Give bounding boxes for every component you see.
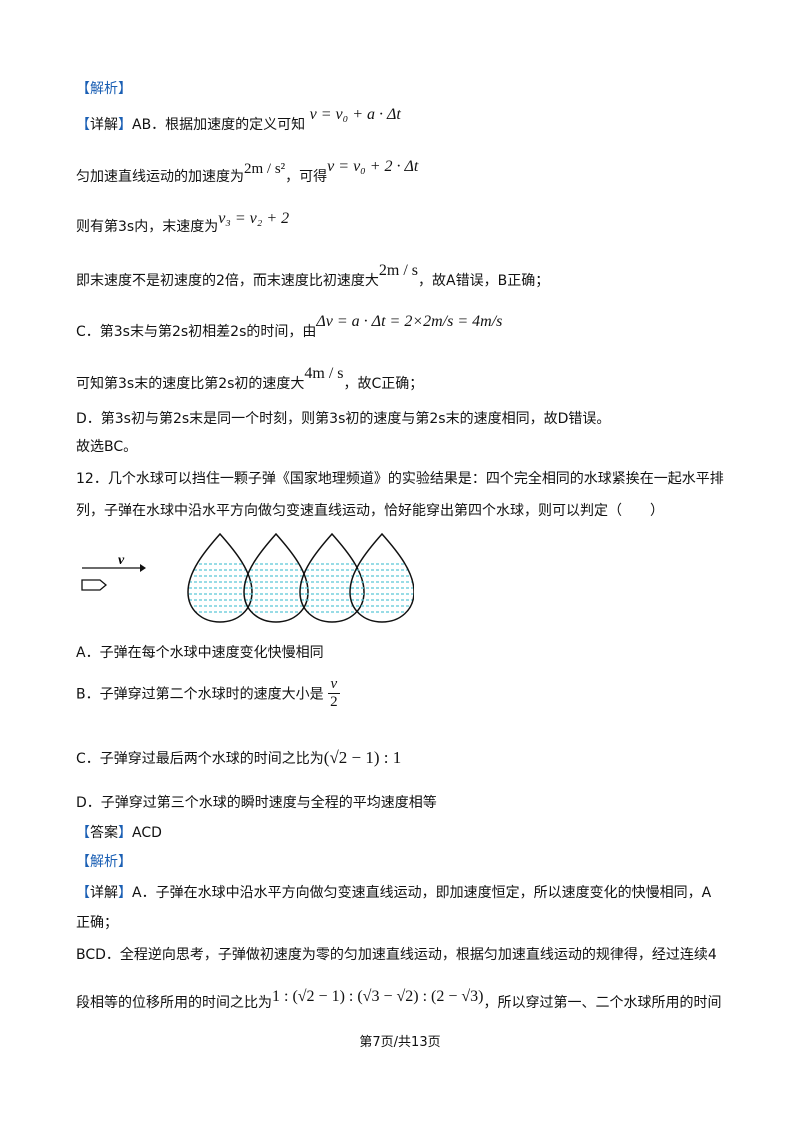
water-ball-4 — [346, 534, 414, 622]
velocity-diff-2: 4m / s — [304, 365, 344, 382]
option-b: B．子弹穿过第二个水球时的速度大小是 v 2 — [76, 676, 340, 711]
text: 则有第3s内，末速度为 — [76, 219, 219, 235]
text: C．子弹穿过最后两个水球的时间之比为 — [76, 751, 324, 767]
formula-delta-v: Δv = a · Δt = 2×2m/s = 4m/s — [316, 313, 503, 330]
detail2-line-3: BCD．全程逆向思考，子弹做初速度为零的匀加速直线运动，根据匀加速直线运动的规律… — [76, 947, 717, 963]
option-a: A．子弹在每个水球中速度变化快慢相同 — [76, 645, 324, 661]
detail-text: 【详解】AB．根据加速度的定义可知 — [76, 117, 306, 133]
water-ball-2 — [240, 534, 312, 622]
detail2-line-4: 段相等的位移所用的时间之比为1 : (√2 − 1) : (√3 − √2) :… — [76, 988, 722, 1012]
question-12-line-1: 12．几个水球可以挡住一颗子弹《国家地理频道》的实验结果是：四个完全相同的水球紧… — [76, 471, 724, 487]
detail-line-5: C．第3s末与第2s初相差2s的时间，由Δv = a · Δt = 2×2m/s… — [76, 313, 502, 341]
text: 可知第3s末的速度比第2s初的速度大 — [76, 376, 305, 392]
text: B．子弹穿过第二个水球时的速度大小是 — [76, 686, 324, 703]
bullet-icon — [81, 579, 108, 591]
detail-line-1: 【详解】AB．根据加速度的定义可知 v = v₀ + a · Δt — [76, 106, 401, 134]
text: ，故A错误，B正确； — [418, 273, 550, 289]
text: ，可得 — [285, 169, 328, 185]
jiexi-heading-2: 【解析】 — [76, 854, 132, 870]
detail-line-3: 则有第3s内，末速度为v₃ = v₂ + 2 — [76, 210, 289, 236]
detail-line-7: D．第3s初与第2s末是同一个时刻，则第3s初的速度与第2s末的速度相同，故D错… — [76, 411, 611, 427]
detail-line-8: 故选BC。 — [76, 439, 138, 455]
detail2-line-2: 正确； — [76, 915, 118, 931]
page-footer: 第7页/共13页 — [359, 1035, 441, 1050]
formula-accel-definition: v = v₀ + a · Δt — [309, 106, 401, 123]
velocity-diff: 2m / s — [378, 262, 419, 279]
water-ball-3 — [296, 534, 368, 622]
question-12-line-2: 列，子弹在水球中沿水平方向做匀变速直线运动，恰好能穿出第四个水球，则可以判定（ … — [76, 503, 664, 519]
option-c: C．子弹穿过最后两个水球的时间之比为(√2 − 1) : 1 — [76, 748, 401, 768]
time-ratio-sequence: 1 : (√2 − 1) : (√3 − √2) : (2 − √3) — [272, 988, 484, 1005]
fraction-denominator: 2 — [328, 693, 340, 710]
text: 即末速度不是初速度的2倍，而末速度比初速度大 — [76, 273, 379, 289]
text: 段相等的位移所用的时间之比为 — [76, 995, 272, 1011]
water-balls-figure: v — [81, 530, 414, 626]
velocity-label: v — [118, 553, 125, 568]
accel-value: 2m / s² — [244, 161, 286, 177]
detail2-line-1: 【详解】A．子弹在水球中沿水平方向做匀变速直线运动，即加速度恒定，所以速度变化的… — [76, 885, 712, 901]
detail-line-6: 可知第3s末的速度比第2s初的速度大4m / s，故C正确； — [76, 365, 423, 393]
text: ，故C正确； — [343, 376, 424, 392]
fraction-numerator: v — [330, 676, 338, 692]
time-ratio-formula: (√2 − 1) : 1 — [323, 748, 402, 767]
text: 匀加速直线运动的加速度为 — [76, 169, 244, 185]
jiexi-heading: 【解析】 — [76, 81, 132, 97]
option-d: D．子弹穿过第三个水球的瞬时速度与全程的平均速度相等 — [76, 795, 437, 811]
detail-line-4: 即末速度不是初速度的2倍，而末速度比初速度大2m / s，故A错误，B正确； — [76, 262, 549, 290]
answer: 【答案】ACD — [76, 825, 162, 841]
fraction-v-over-2: v 2 — [328, 676, 340, 711]
formula-velocity: v = v₀ + 2 · Δt — [327, 158, 419, 175]
detail-line-2: 匀加速直线运动的加速度为2m / s²，可得v = v₀ + 2 · Δt — [76, 158, 418, 186]
text: C．第3s末与第2s初相差2s的时间，由 — [76, 324, 317, 340]
water-ball-1 — [184, 534, 256, 622]
formula-v3: v₃ = v₂ + 2 — [218, 210, 290, 227]
text: ，所以穿过第一、二个水球所用的时间 — [483, 995, 722, 1011]
